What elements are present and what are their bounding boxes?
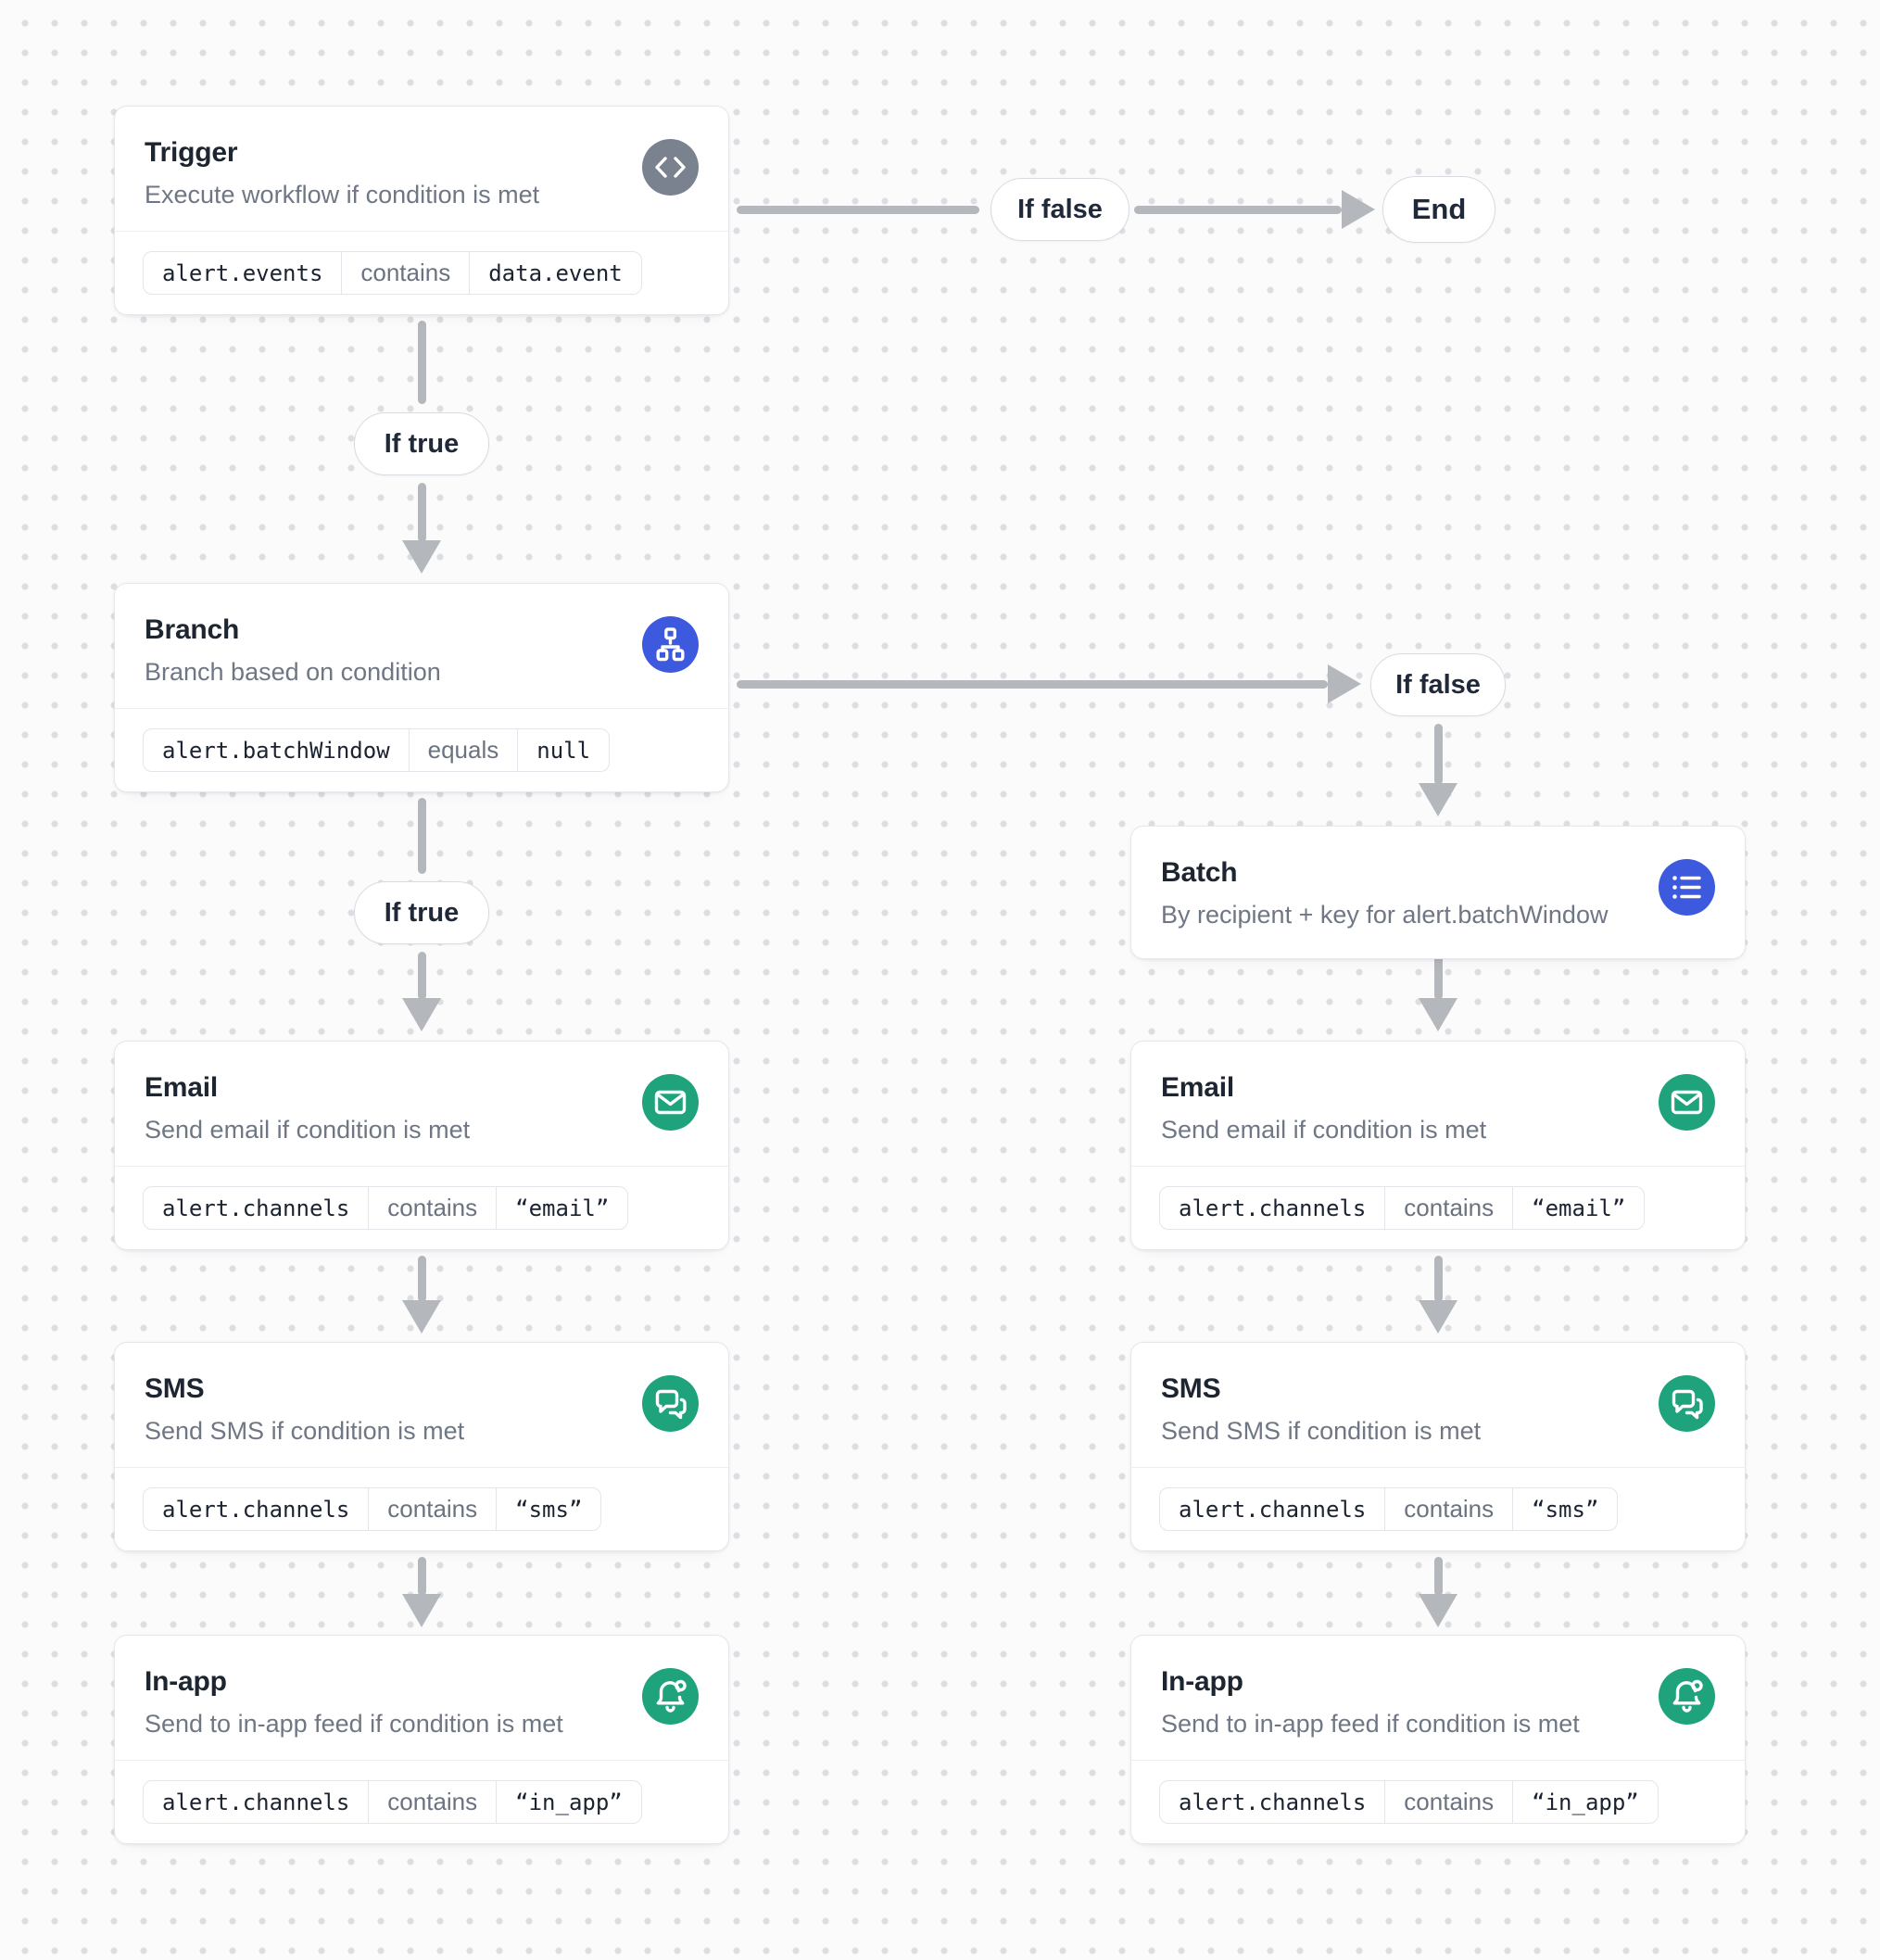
arrowhead-down-icon: [1419, 783, 1457, 816]
edge-trigger-to-if-false: [737, 206, 979, 214]
condition-chip: alert.batchWindow equals null: [143, 728, 611, 772]
condition-value: “sms”: [1532, 1496, 1599, 1523]
edge-if-true-to-branch: [418, 483, 426, 542]
arrowhead-down-icon: [402, 998, 441, 1031]
edge-trigger-to-if-true: [418, 321, 426, 404]
arrowhead-down-icon: [402, 540, 441, 574]
envelope-icon: [642, 1074, 699, 1131]
arrowhead-right-icon: [1342, 190, 1375, 229]
node-sms-left[interactable]: SMS Send SMS if condition is met alert.c…: [114, 1342, 729, 1551]
condition-operator: contains: [368, 1187, 498, 1229]
edge-label-if-false-right: If false: [1370, 653, 1506, 716]
arrowhead-down-icon: [1419, 1594, 1457, 1627]
node-title: Email: [145, 1072, 219, 1103]
condition-value: “in_app”: [1532, 1789, 1639, 1815]
envelope-icon: [1659, 1074, 1715, 1131]
node-subtitle: Send email if condition is met: [1161, 1116, 1487, 1144]
arrowhead-down-icon: [402, 1594, 441, 1627]
edge-branch-to-if-false: [737, 680, 1328, 689]
chat-icon: [642, 1375, 699, 1432]
condition-operator: contains: [1384, 1781, 1514, 1823]
condition-chip: alert.channels contains “sms”: [1159, 1487, 1619, 1531]
arrowhead-right-icon: [1328, 664, 1361, 703]
condition-field: alert.batchWindow: [162, 737, 390, 764]
edge-email-to-sms: [1434, 1256, 1443, 1302]
node-email-left[interactable]: Email Send email if condition is met ale…: [114, 1041, 729, 1250]
node-title: Batch: [1161, 857, 1238, 888]
node-subtitle: Send email if condition is met: [145, 1116, 471, 1144]
node-title: In-app: [1161, 1666, 1243, 1697]
list-icon: [1659, 859, 1715, 916]
condition-chip: alert.channels contains “in_app”: [143, 1780, 642, 1824]
bell-icon: [642, 1668, 699, 1725]
node-title: SMS: [145, 1373, 205, 1404]
node-title: SMS: [1161, 1373, 1221, 1404]
node-subtitle: Send to in-app feed if condition is met: [145, 1710, 563, 1738]
arrowhead-down-icon: [1419, 1300, 1457, 1334]
condition-field: alert.channels: [1179, 1496, 1367, 1523]
condition-value: “sms”: [515, 1496, 583, 1523]
edge-branch-to-if-true: [418, 798, 426, 874]
edge-label-if-false-top: If false: [990, 178, 1129, 241]
arrowhead-down-icon: [402, 1300, 441, 1334]
condition-operator: contains: [368, 1781, 498, 1823]
condition-chip: alert.events contains data.event: [143, 251, 642, 295]
condition-field: alert.channels: [1179, 1789, 1367, 1815]
node-subtitle: Send SMS if condition is met: [145, 1417, 465, 1445]
edge-if-false-to-end: [1134, 206, 1342, 214]
condition-chip: alert.channels contains “email”: [143, 1186, 629, 1230]
node-trigger[interactable]: Trigger Execute workflow if condition is…: [114, 106, 729, 315]
edge-label-if-true-1: If true: [354, 412, 489, 475]
node-title: Trigger: [145, 137, 238, 168]
node-subtitle: Send to in-app feed if condition is met: [1161, 1710, 1580, 1738]
code-icon: [642, 139, 699, 196]
condition-operator: contains: [1384, 1488, 1514, 1530]
node-subtitle: Send SMS if condition is met: [1161, 1417, 1482, 1445]
condition-value: “in_app”: [515, 1789, 623, 1815]
node-branch[interactable]: Branch Branch based on condition alert.b…: [114, 583, 729, 792]
sitemap-icon: [642, 616, 699, 673]
edge-if-true-to-email: [418, 952, 426, 1000]
node-inapp-right[interactable]: In-app Send to in-app feed if condition …: [1130, 1635, 1746, 1844]
condition-chip: alert.channels contains “in_app”: [1159, 1780, 1659, 1824]
edge-sms-to-inapp: [418, 1557, 426, 1596]
edge-sms-to-inapp: [1434, 1557, 1443, 1596]
edge-batch-to-email: [1434, 954, 1443, 1000]
condition-field: alert.events: [162, 259, 323, 286]
condition-value: “email”: [1532, 1195, 1626, 1221]
condition-operator: contains: [341, 252, 471, 294]
node-subtitle: Execute workflow if condition is met: [145, 181, 540, 209]
node-batch[interactable]: Batch By recipient + key for alert.batch…: [1130, 826, 1746, 959]
node-title: Branch: [145, 614, 240, 645]
condition-field: alert.channels: [162, 1789, 350, 1815]
condition-field: alert.channels: [162, 1195, 350, 1221]
end-node[interactable]: End: [1382, 176, 1495, 243]
condition-operator: equals: [408, 729, 519, 771]
node-inapp-left[interactable]: In-app Send to in-app feed if condition …: [114, 1635, 729, 1844]
arrowhead-down-icon: [1419, 998, 1457, 1031]
bell-icon: [1659, 1668, 1715, 1725]
condition-operator: contains: [368, 1488, 498, 1530]
node-title: In-app: [145, 1666, 227, 1697]
condition-field: alert.channels: [162, 1496, 350, 1523]
node-email-right[interactable]: Email Send email if condition is met ale…: [1130, 1041, 1746, 1250]
node-sms-right[interactable]: SMS Send SMS if condition is met alert.c…: [1130, 1342, 1746, 1551]
condition-value: null: [536, 737, 591, 764]
condition-value: data.event: [488, 259, 623, 286]
condition-chip: alert.channels contains “email”: [1159, 1186, 1646, 1230]
node-title: Email: [1161, 1072, 1235, 1103]
condition-field: alert.channels: [1179, 1195, 1367, 1221]
condition-value: “email”: [515, 1195, 610, 1221]
chat-icon: [1659, 1375, 1715, 1432]
edge-label-if-true-2: If true: [354, 881, 489, 944]
edge-email-to-sms: [418, 1256, 426, 1302]
condition-operator: contains: [1384, 1187, 1514, 1229]
condition-chip: alert.channels contains “sms”: [143, 1487, 602, 1531]
node-subtitle: By recipient + key for alert.batchWindow: [1161, 901, 1609, 929]
node-subtitle: Branch based on condition: [145, 658, 441, 686]
edge-if-false-to-batch: [1434, 724, 1443, 785]
